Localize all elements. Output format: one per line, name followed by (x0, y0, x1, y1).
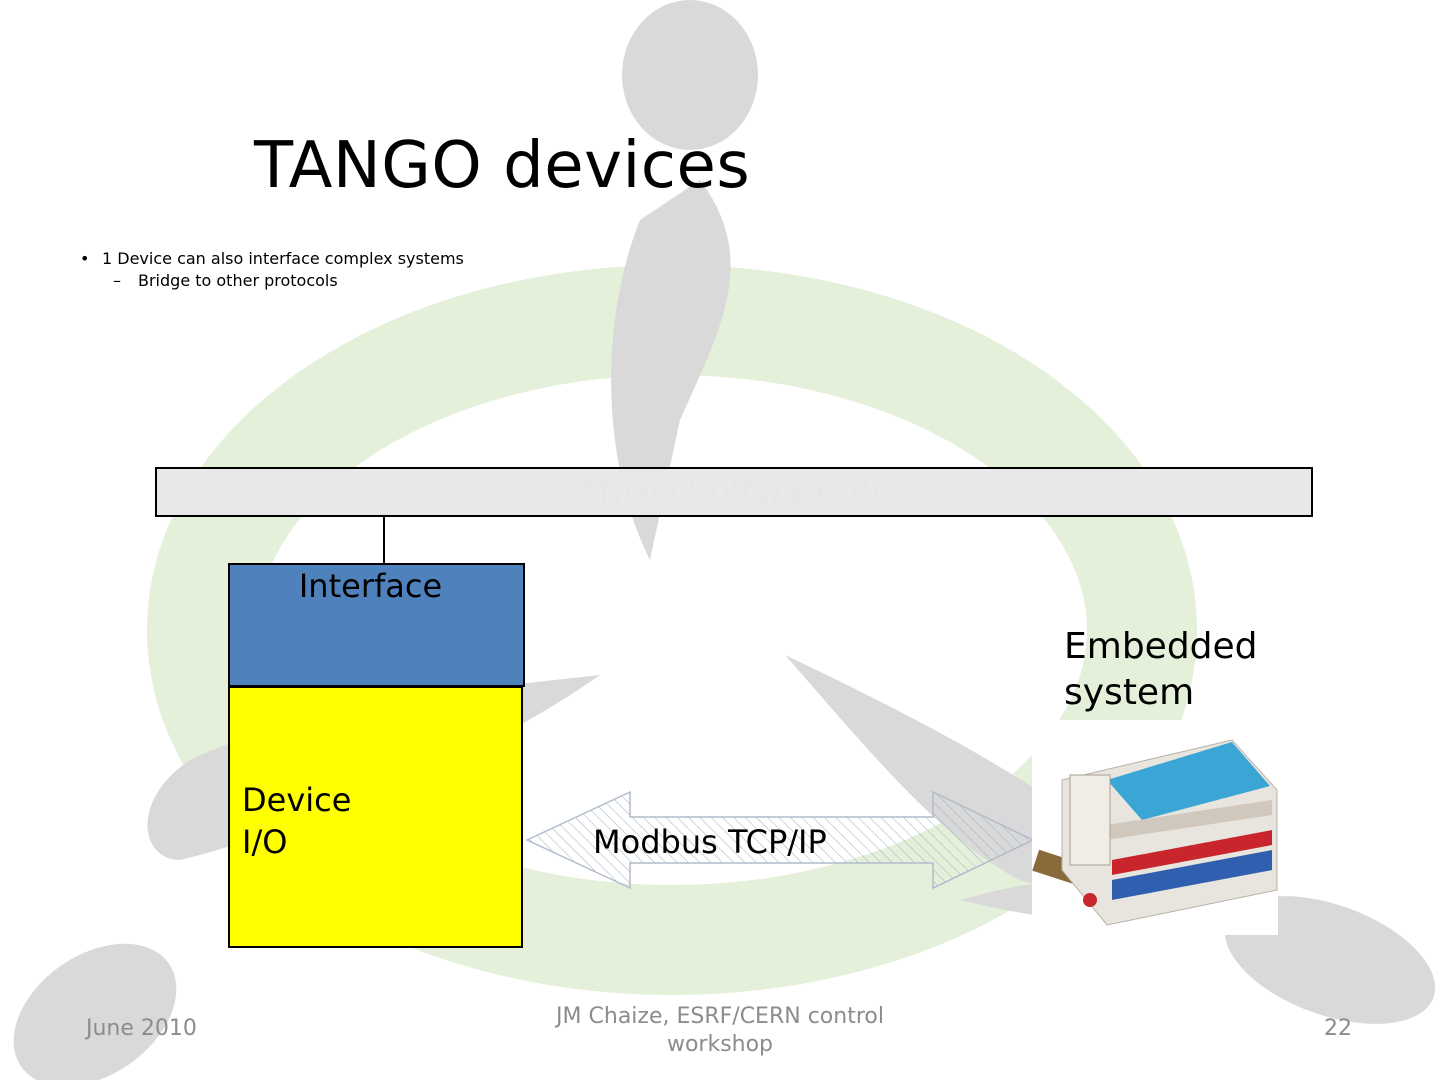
footer-author-line2: workshop (540, 1031, 900, 1059)
bullet-text: 1 Device can also interface complex syst… (102, 249, 464, 268)
embedded-label-line2: system (1064, 670, 1258, 716)
slide-title: TANGO devices (254, 126, 750, 206)
sub-bullet-item: –Bridge to other protocols (113, 271, 338, 291)
embedded-system-label: Embedded system (1064, 624, 1258, 716)
bullet-mark: • (80, 249, 102, 269)
device-label: Device (242, 780, 351, 820)
sub-bullet-text: Bridge to other protocols (138, 271, 338, 290)
embedded-system-image (1032, 720, 1278, 935)
footer-date: June 2010 (86, 1016, 197, 1041)
bus-connector-line (383, 517, 385, 564)
logo-left-foot (0, 914, 203, 1080)
interface-box: Interface (228, 563, 525, 687)
interface-label: Interface (299, 567, 442, 605)
footer-author: JM Chaize, ESRF/CERN control workshop (540, 1003, 900, 1059)
footer-author-line1: JM Chaize, ESRF/CERN control (540, 1003, 900, 1031)
io-label: I/O (242, 822, 287, 862)
software-bus-bar: TANGO Software Bus (155, 467, 1313, 517)
page-number: 22 (1324, 1016, 1352, 1041)
bullet-item: •1 Device can also interface complex sys… (80, 249, 464, 269)
embedded-label-line1: Embedded (1064, 624, 1258, 670)
sub-bullet-mark: – (113, 271, 138, 291)
modbus-label: Modbus TCP/IP (593, 822, 827, 862)
